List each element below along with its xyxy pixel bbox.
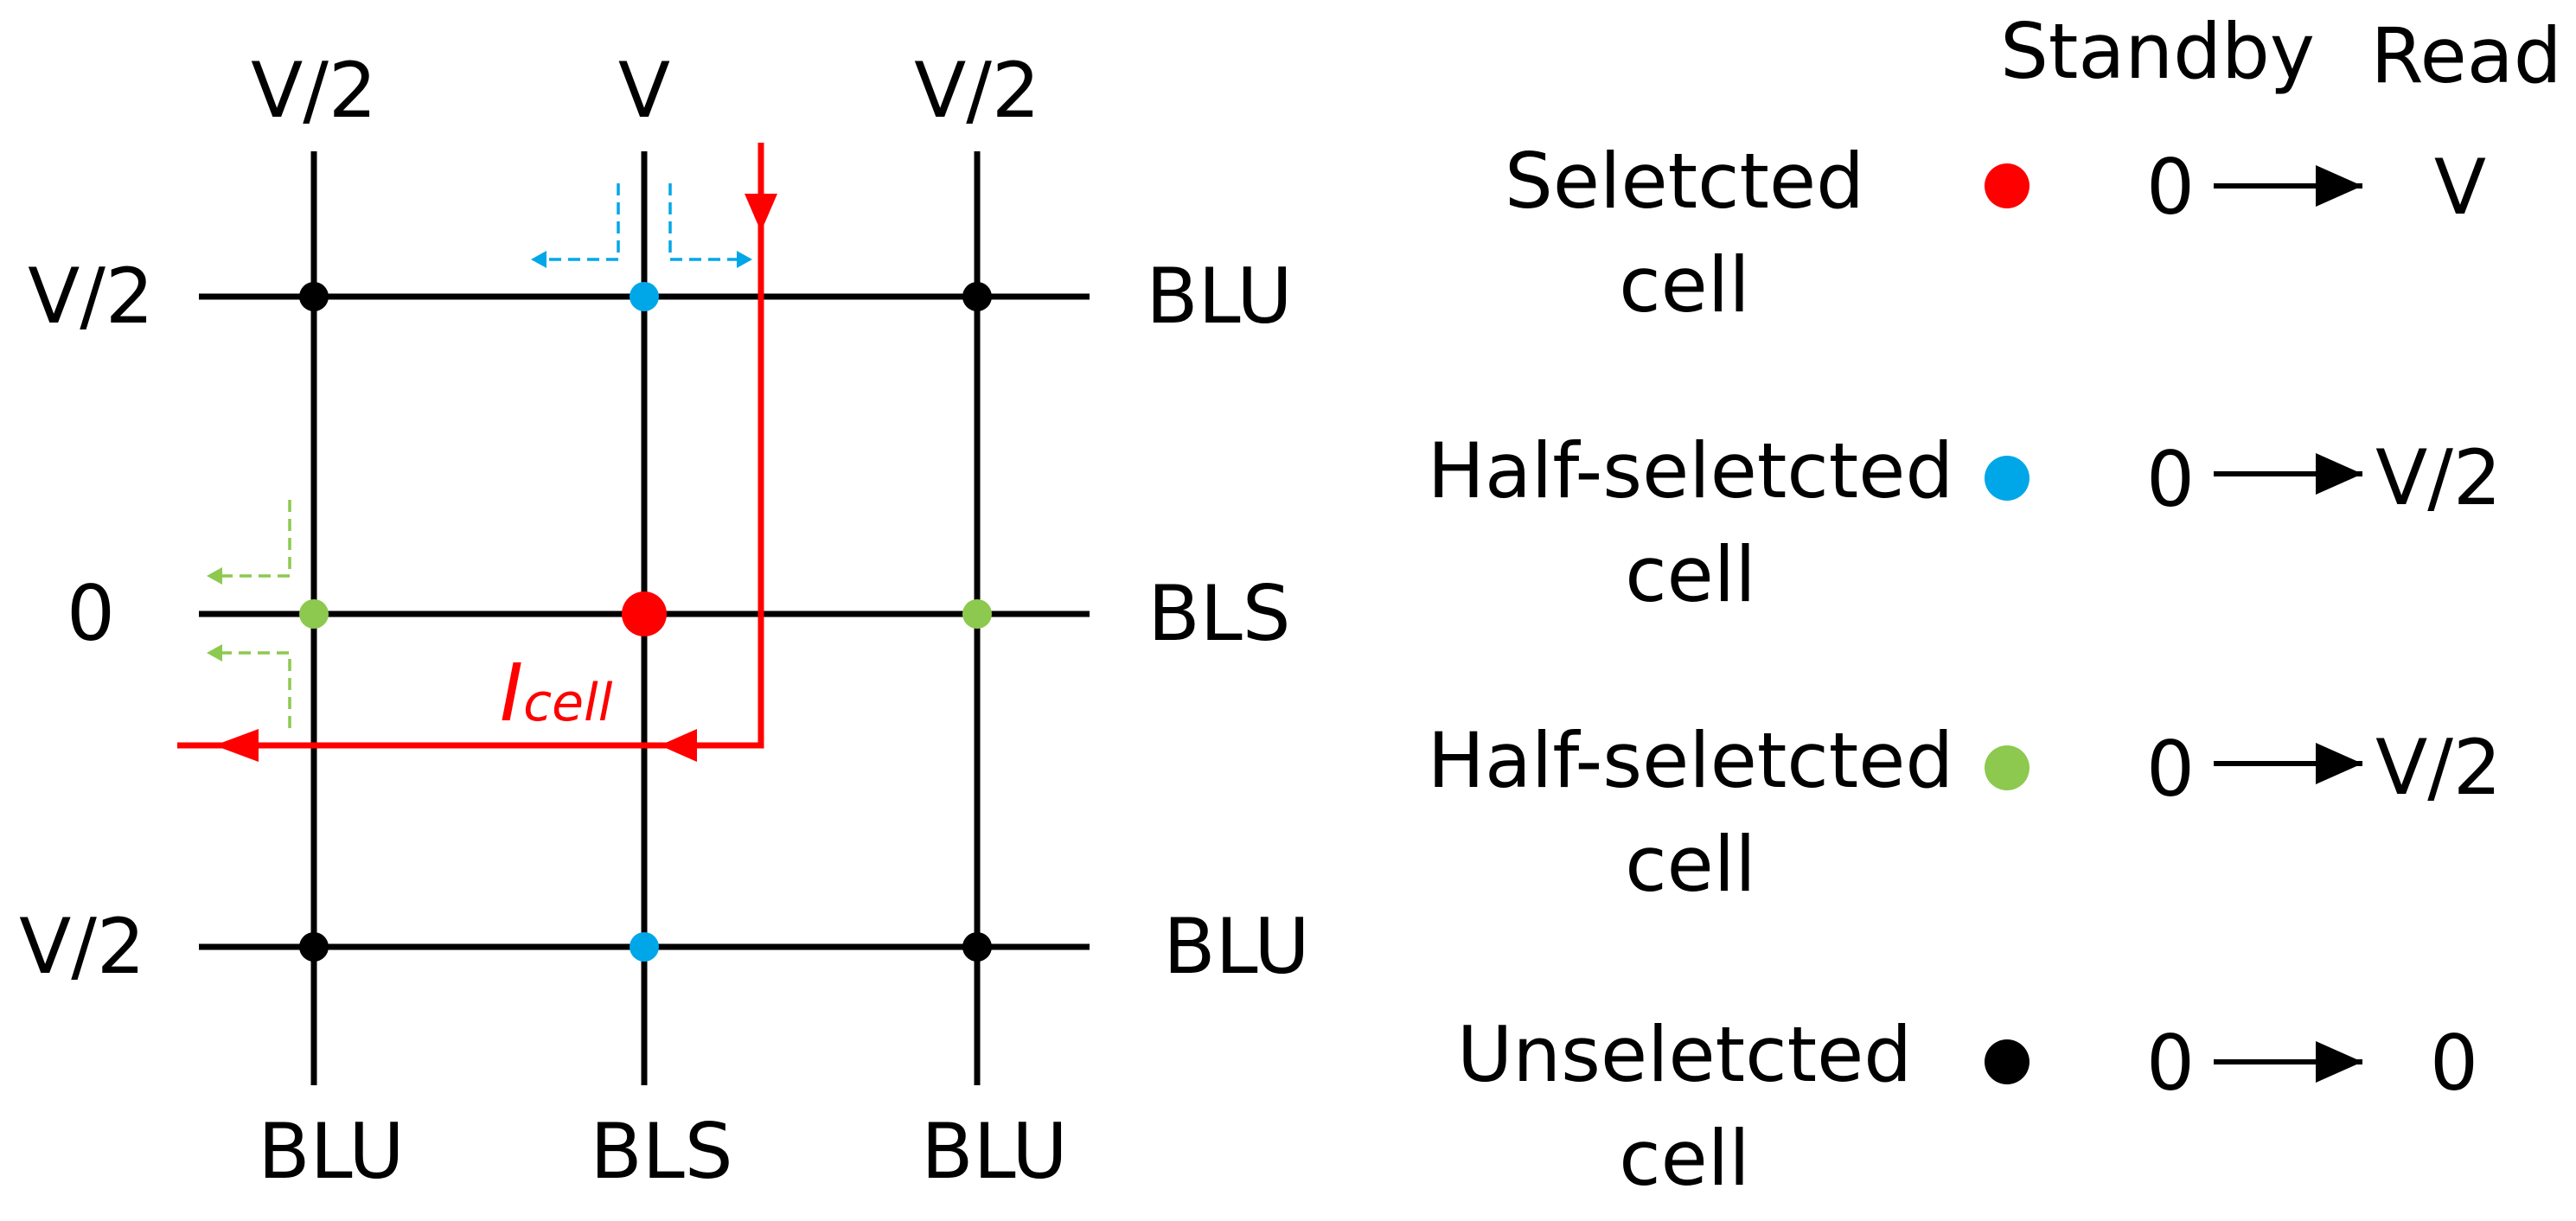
column-voltage-label-middle: V — [618, 46, 670, 135]
row-line-label-top: BLU — [1146, 252, 1292, 341]
blue-arrow-right — [737, 251, 752, 268]
legend: Standby Read Seletcted cell 0 V Half-sel… — [1428, 7, 2562, 1203]
cell-unselected-r1c3 — [962, 282, 992, 311]
legend-item-label-line2: cell — [1619, 240, 1749, 329]
cell-unselected-r3c1 — [299, 932, 329, 962]
legend-item-unselected: Unseletcted cell 0 0 — [1457, 1010, 2478, 1203]
row-line-labels: BLU BLS BLU — [1146, 252, 1309, 991]
legend-header-read: Read — [2370, 11, 2561, 100]
current-arrowhead-left-end — [214, 729, 259, 762]
row-line-label-bottom: BLU — [1163, 902, 1309, 991]
legend-item-label-line2: cell — [1625, 820, 1755, 909]
row-voltage-label-middle: 0 — [67, 569, 115, 658]
green-arrow-lower — [207, 644, 222, 662]
legend-item-read-value: V/2 — [2375, 433, 2502, 522]
legend-dot-half-selected-green — [1985, 745, 2029, 790]
cell-unselected-r3c3 — [962, 932, 992, 962]
cell-selected-r2c2 — [622, 591, 667, 636]
read-current-path — [177, 143, 777, 762]
legend-item-standby-value: 0 — [2146, 435, 2195, 524]
cell-half-selected-r2c1 — [299, 599, 329, 629]
column-voltage-label-right: V/2 — [914, 46, 1040, 135]
column-line-label-right: BLU — [921, 1107, 1067, 1196]
legend-item-label-line1: Seletcted — [1505, 137, 1864, 226]
legend-item-standby-value: 0 — [2146, 1019, 2195, 1108]
cell-dots — [299, 282, 992, 962]
legend-item-label-line2: cell — [1619, 1114, 1749, 1203]
legend-dot-selected — [1985, 163, 2029, 208]
current-arrowhead-left-mid — [660, 729, 697, 762]
column-voltage-labels: V/2 V V/2 — [251, 46, 1040, 135]
row-voltage-labels: V/2 0 V/2 — [19, 252, 154, 991]
legend-item-label-line2: cell — [1625, 530, 1755, 619]
cell-half-selected-r1c2 — [630, 282, 659, 311]
current-label-main: I — [500, 647, 523, 739]
column-line-label-left: BLU — [258, 1107, 404, 1196]
column-voltage-label-left: V/2 — [251, 46, 377, 135]
legend-item-selected: Seletcted cell 0 V — [1505, 137, 2486, 329]
row-voltage-label-bottom: V/2 — [19, 902, 145, 991]
legend-dot-half-selected-blue — [1985, 456, 2029, 501]
legend-item-label-line1: Unseletcted — [1457, 1010, 1912, 1099]
legend-dot-unselected — [1985, 1039, 2029, 1084]
column-line-labels: BLU BLS BLU — [258, 1107, 1067, 1196]
row-voltage-label-top: V/2 — [28, 252, 154, 341]
cell-half-selected-r2c3 — [962, 599, 992, 629]
sneak-current-blue — [531, 183, 752, 268]
legend-header-standby: Standby — [2000, 7, 2315, 96]
green-arrow-upper — [207, 567, 222, 585]
legend-item-half-selected-blue: Half-seletcted cell 0 V/2 — [1428, 426, 2502, 619]
column-line-label-middle: BLS — [590, 1107, 732, 1196]
cell-half-selected-r3c2 — [630, 932, 659, 962]
current-label-subscript: cell — [523, 673, 613, 733]
legend-item-label-line1: Half-seletcted — [1428, 716, 1953, 805]
legend-item-read-value: V/2 — [2375, 723, 2502, 812]
blue-arrow-left — [531, 251, 547, 268]
sneak-current-green — [207, 500, 291, 728]
legend-item-standby-value: 0 — [2146, 143, 2195, 232]
legend-item-read-value: V — [2434, 143, 2486, 232]
legend-item-label-line1: Half-seletcted — [1428, 426, 1953, 515]
legend-item-standby-value: 0 — [2146, 725, 2195, 814]
row-line-label-middle: BLS — [1147, 569, 1290, 658]
current-arrowhead-down — [745, 194, 777, 232]
legend-item-read-value: 0 — [2430, 1019, 2478, 1108]
legend-item-half-selected-green: Half-seletcted cell 0 V/2 — [1428, 716, 2502, 909]
current-label: Icell — [500, 647, 613, 739]
cell-unselected-r1c1 — [299, 282, 329, 311]
